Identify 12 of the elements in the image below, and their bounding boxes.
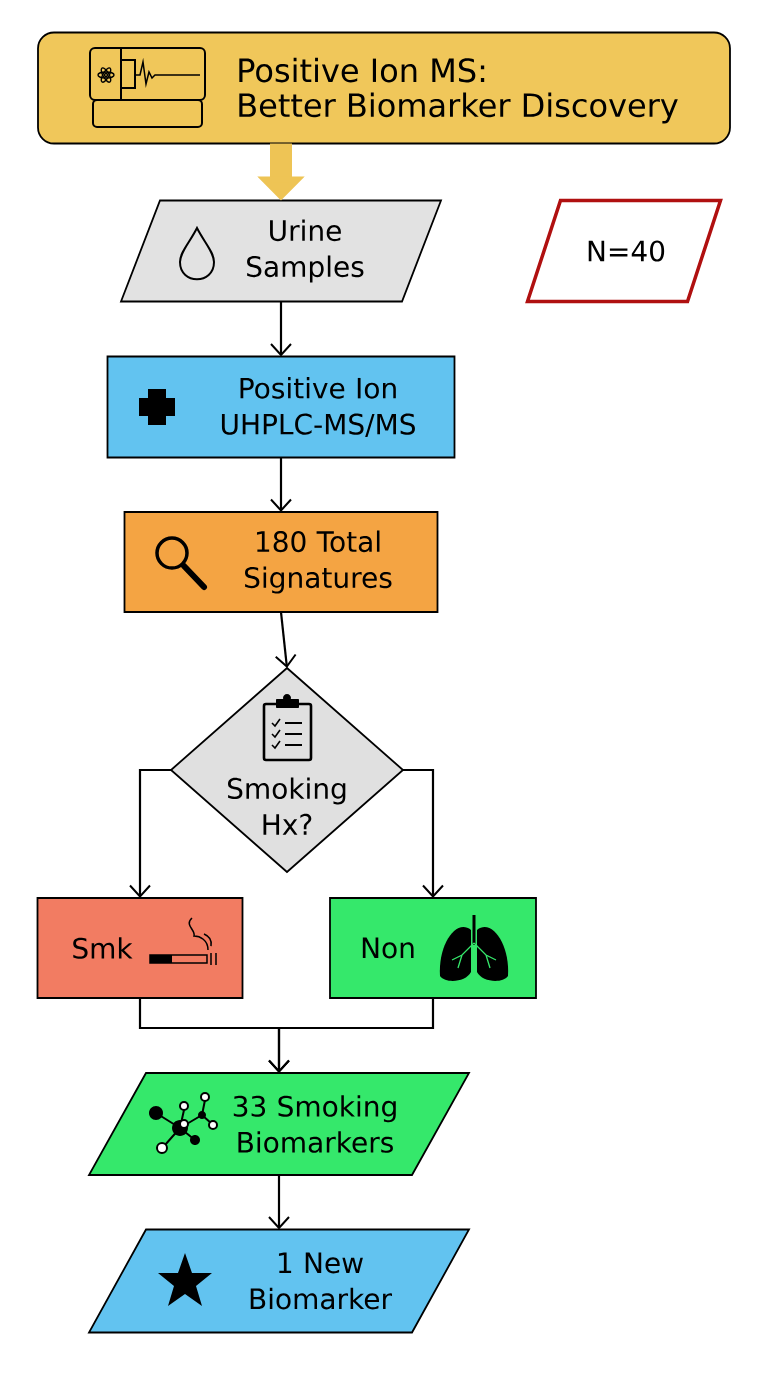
data-parallelogram: N=40 xyxy=(525,198,723,304)
process-box: 180 Total Signatures xyxy=(123,511,439,613)
arrow xyxy=(268,998,435,1073)
arrow xyxy=(270,457,292,512)
arrow xyxy=(268,1175,290,1230)
process-box: Positive Ion UHPLC-MS/MS xyxy=(106,355,456,459)
arrow xyxy=(403,768,444,898)
title-box: Positive Ion MS: Better Biomarker Discovery xyxy=(37,31,731,145)
arrow xyxy=(129,768,171,898)
arrow xyxy=(274,611,297,668)
process-box: Smk xyxy=(36,897,244,999)
arrow xyxy=(270,301,292,357)
